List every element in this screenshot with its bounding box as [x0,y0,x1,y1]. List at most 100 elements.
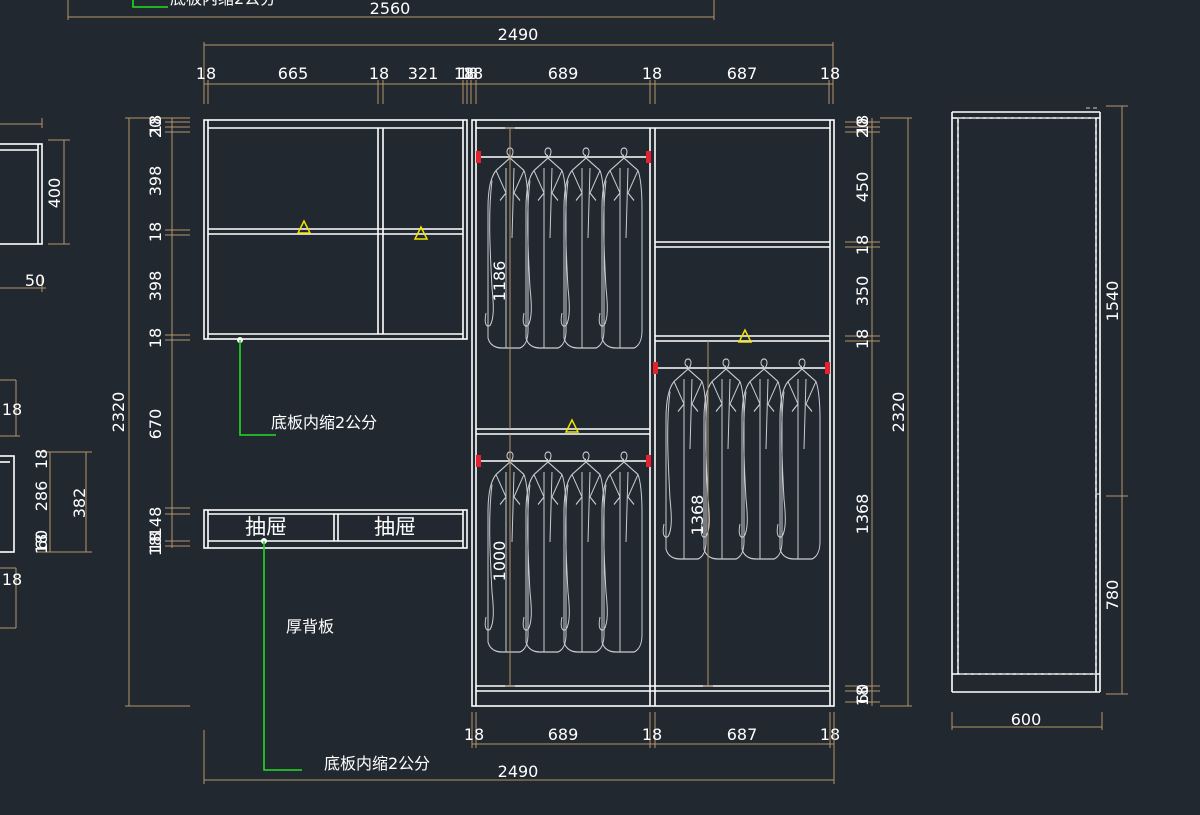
hanging-rods [476,151,830,467]
dim-left-8: 148 [146,507,165,538]
rod-end-cap [476,151,481,163]
dim-bottom-3: 18 [642,725,662,744]
overall-left-dimension: 2320 [109,117,190,707]
dim-right-6: 18 [853,329,872,349]
dim-frag-18a: 18 [2,400,22,419]
dim-bottom-2: 689 [548,725,579,744]
rod-end-cap [476,455,481,467]
shelf-marker-icon [737,328,753,343]
dim-right-4: 18 [853,235,872,255]
dim-right-5: 350 [853,276,872,307]
dim-overall-width-bottom: 2490 [498,762,539,781]
hanging-height-dimensions: 1186 1000 1368 [490,127,713,687]
dim-left-2: 20 [146,118,165,138]
dim-2560: 2560 [370,0,411,18]
dim-top-10: 687 [727,64,758,83]
coat-icon [776,358,821,560]
dim-frag-382: 382 [70,488,89,519]
dim-top-6: 18 [458,64,478,83]
dim-hang-1368: 1368 [688,495,707,536]
dim-left-3: 398 [146,166,165,197]
shelf-marker-icon [564,418,580,433]
upper-wall-cabinet [203,119,468,340]
drawer-label-2: 抽屉 [374,515,416,539]
main-wardrobe [471,119,835,707]
dim-hang-1000: 1000 [490,541,509,582]
dim-top-4: 321 [408,64,439,83]
top-strip-partial-label: 底板内缩2公分 [170,0,276,8]
coat-icon [560,147,605,349]
dim-right-2: 20 [853,118,872,138]
dim-frag-18d: 18 [2,570,22,589]
dim-bottom-4: 687 [727,725,758,744]
top-row-dimensions: 18 665 18 321 18 18 18 689 18 687 18 [196,64,840,104]
top-strip: 底板内缩2公分 2560 [67,0,715,20]
overall-right-dimension: 2320 [880,117,912,707]
dim-top-3: 18 [369,64,389,83]
dim-right-1: 18 [853,115,872,135]
dim-frag-286: 286 [32,481,51,512]
dim-left-9: 18 [146,532,165,552]
dim-right-7: 1368 [853,494,872,535]
dim-frag-60: 60 [32,530,51,550]
dim-hang-1186: 1186 [490,261,509,302]
dim-top-8: 689 [548,64,579,83]
drawer-label-1: 抽屉 [245,515,287,539]
dim-frag-400: 400 [45,178,64,209]
left-column-dimensions: 18 20 398 18 398 18 670 148 18 18 [146,115,190,556]
leader-bottom-inset-1: 底板内缩2公分 [237,337,377,436]
shelf-marker-icon [296,219,312,234]
dim-side-1540: 1540 [1103,281,1122,322]
coat-icon [484,147,529,349]
annotation-bottom-inset-2: 底板内缩2公分 [324,754,430,773]
dim-left-6: 18 [146,328,165,348]
coat-icon [522,147,567,349]
dim-left-1: 18 [146,115,165,135]
left-fragments: 400 50 18 18 286 382 60 18 18 [0,118,92,629]
coat-icon [738,358,783,560]
garments [484,147,821,653]
coat-icon [598,451,643,653]
dim-top-2: 665 [278,64,309,83]
dim-top-1: 18 [196,64,216,83]
dim-side-600: 600 [1011,710,1042,729]
dim-bottom-5: 18 [820,725,840,744]
overall-top-dimension: 2490 [203,25,834,104]
annotation-thick-back: 厚背板 [286,617,334,636]
rod-end-cap [653,362,658,374]
dim-top-5: 18 [454,64,474,83]
coat-icon [522,451,567,653]
dim-right-3: 450 [853,172,872,203]
drawer-unit: 抽屉 抽屉 [203,509,468,549]
coat-icon [560,451,605,653]
rod-end-cap [646,455,651,467]
dim-overall-height-left: 2320 [109,392,128,433]
dim-frag-18b: 18 [32,449,51,469]
annotation-bottom-inset-1: 底板内缩2公分 [271,413,377,432]
dim-overall-width-top: 2490 [498,25,539,44]
dim-right-9: 18 [853,686,872,706]
dim-top-7: 18 [463,64,483,83]
side-view: 1540 780 600 [951,105,1128,730]
right-column-dimensions: 18 20 450 18 350 18 1368 60 18 [845,115,880,706]
dim-side-780: 780 [1103,580,1122,611]
dim-left-10: 18 [146,536,165,556]
dim-left-5: 398 [146,271,165,302]
leader-bottom-inset-2: 厚背板 底板内缩2公分 [261,538,430,773]
bottom-row-dimensions: 18 689 18 687 18 [464,712,840,748]
coat-icon [598,147,643,349]
rod-end-cap [646,151,651,163]
shelf-marker-icon [413,225,429,240]
dim-frag-50: 50 [25,271,45,290]
dim-overall-height-right: 2320 [889,392,908,433]
rod-end-cap [825,362,830,374]
overall-bottom-dimension: 2490 [203,730,835,784]
dim-left-7: 670 [146,409,165,440]
dim-right-8: 60 [853,684,872,704]
dim-bottom-1: 18 [464,725,484,744]
dim-top-9: 18 [642,64,662,83]
dim-left-4: 18 [146,222,165,242]
dim-top-11: 18 [820,64,840,83]
